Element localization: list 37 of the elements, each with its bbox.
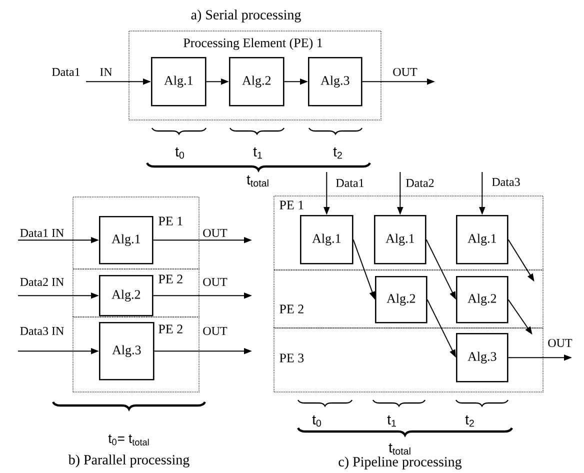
algorithm-box: Alg.1 bbox=[456, 215, 508, 264]
time-label: t$_{0}$ bbox=[175, 147, 184, 159]
time-label: t$_{1}$ bbox=[387, 415, 396, 427]
algorithm-box: Alg.2 bbox=[375, 276, 428, 324]
time-label: t$_{total}$ bbox=[388, 443, 410, 455]
time-label: t$_{1}$ bbox=[253, 147, 262, 159]
caption: a) Serial processing bbox=[191, 10, 301, 22]
edge-label: OUT bbox=[548, 338, 572, 348]
edge-label: Data2 bbox=[406, 178, 434, 188]
edge-label: Data2 IN bbox=[20, 278, 64, 286]
time-label: t$_{0}$= t$_{total}$ bbox=[108, 434, 149, 446]
time-label: t$_{2}$ bbox=[465, 415, 474, 427]
edge-label: OUT bbox=[203, 278, 228, 286]
caption: b) Parallel processing bbox=[68, 454, 190, 468]
edge-label: IN bbox=[100, 68, 112, 76]
edge-label: Data3 bbox=[492, 178, 520, 186]
edge-label: Data1 IN bbox=[20, 228, 64, 237]
time-label: t$_{total}$ bbox=[246, 175, 268, 187]
time-label: t$_{0}$ bbox=[312, 415, 322, 427]
caption: c) Pipeline processing bbox=[338, 456, 462, 470]
algorithm-box: Alg.2 bbox=[99, 275, 154, 316]
edge-label: OUT bbox=[203, 326, 228, 336]
algorithm-box: Alg.1 bbox=[374, 215, 426, 264]
algorithm-box: Alg.3 bbox=[456, 333, 508, 382]
time-label: t$_{2}$ bbox=[333, 147, 342, 159]
edge-label: Data1 bbox=[336, 178, 364, 187]
edge-label: OUT bbox=[393, 68, 418, 76]
edge-label: OUT bbox=[203, 228, 228, 238]
edge-label: Data3 IN bbox=[20, 326, 64, 336]
algorithm-box: Alg.1 bbox=[300, 215, 354, 264]
algorithm-box: Alg.1 bbox=[151, 57, 206, 106]
algorithm-box: Alg.2 bbox=[229, 57, 284, 106]
algorithm-box: Alg.2 bbox=[456, 276, 508, 324]
input-label: Data1 bbox=[52, 68, 80, 76]
algorithm-box: Alg.3 bbox=[99, 322, 154, 380]
algorithm-box: Alg.3 bbox=[308, 57, 362, 106]
algorithm-box: Alg.1 bbox=[99, 216, 154, 264]
